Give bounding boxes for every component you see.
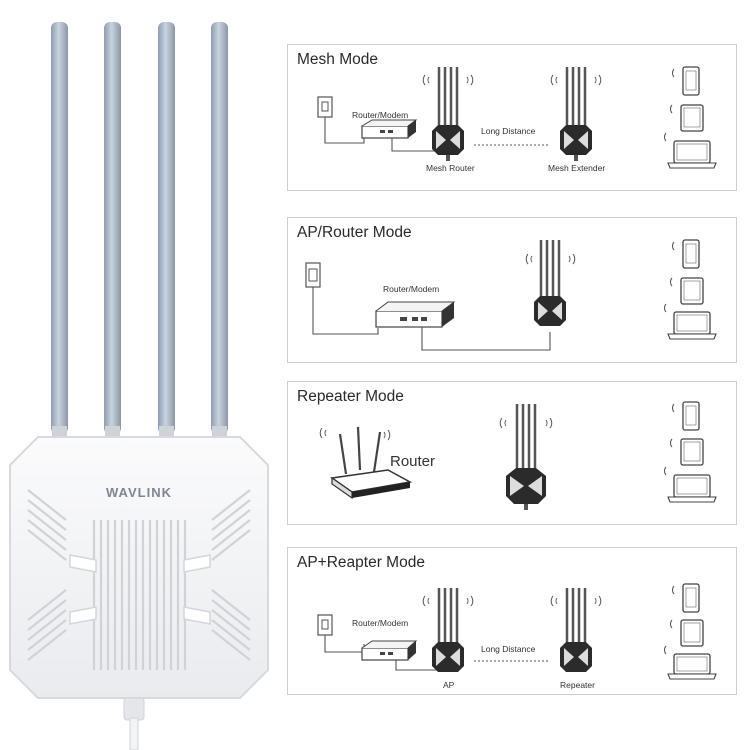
router-modem-label: Router/Modem bbox=[352, 110, 409, 120]
mesh-router-device-icon bbox=[432, 67, 464, 161]
panel-title: AP/Router Mode bbox=[297, 224, 412, 241]
router-modem-label: Router/Modem bbox=[352, 618, 409, 628]
repeater-device-icon bbox=[560, 588, 592, 672]
mesh-router-label: Mesh Router bbox=[426, 163, 475, 173]
antenna-4 bbox=[211, 22, 228, 434]
antennas bbox=[51, 22, 228, 438]
router-icon bbox=[330, 426, 413, 500]
client-devices bbox=[664, 583, 717, 680]
ap-router-mode-panel: AP/Router Mode bbox=[287, 217, 737, 363]
repeater-label: Repeater bbox=[560, 680, 595, 690]
client-devices bbox=[664, 401, 717, 503]
router-modem-label: Router/Modem bbox=[383, 284, 440, 294]
outdoor-ap-illustration: WAVLINK bbox=[9, 22, 269, 750]
brand-logo: WAVLINK bbox=[106, 485, 172, 500]
long-distance-label: Long Distance bbox=[481, 126, 536, 136]
ap-label: AP bbox=[443, 680, 455, 690]
antenna-3 bbox=[158, 22, 175, 434]
panel-title: Repeater Mode bbox=[297, 388, 404, 405]
repeater-mode-diagram bbox=[319, 401, 717, 510]
panel-title: Mesh Mode bbox=[297, 51, 378, 68]
client-devices bbox=[664, 239, 717, 340]
repeater-mode-panel: Repeater Mode bbox=[287, 381, 737, 525]
device-vents bbox=[27, 489, 251, 670]
mesh-mode-panel: Mesh Mode bbox=[287, 44, 737, 191]
mesh-mode-diagram bbox=[317, 66, 717, 169]
router-modem-icon bbox=[375, 310, 443, 328]
device-body bbox=[9, 436, 269, 699]
panel-title: AP+Reapter Mode bbox=[297, 554, 425, 571]
ap-device-icon bbox=[534, 240, 566, 326]
mesh-extender-label: Mesh Extender bbox=[548, 163, 606, 173]
client-devices bbox=[664, 66, 717, 169]
router-label: Router bbox=[390, 453, 436, 470]
ethernet-cable bbox=[129, 717, 139, 750]
repeater-device-icon bbox=[506, 404, 546, 510]
antenna-2 bbox=[104, 22, 121, 434]
mesh-extender-device-icon bbox=[560, 67, 592, 161]
long-distance-label: Long Distance bbox=[481, 644, 536, 654]
product-image: WAVLINK bbox=[0, 0, 280, 750]
ap-repeater-mode-diagram bbox=[317, 583, 717, 680]
ap-device-icon bbox=[432, 588, 464, 672]
ap-repeater-mode-panel: AP+Reapter Mode bbox=[287, 547, 737, 695]
cable-gland bbox=[123, 697, 145, 721]
antenna-1 bbox=[51, 22, 68, 434]
ap-router-mode-diagram bbox=[305, 239, 717, 351]
